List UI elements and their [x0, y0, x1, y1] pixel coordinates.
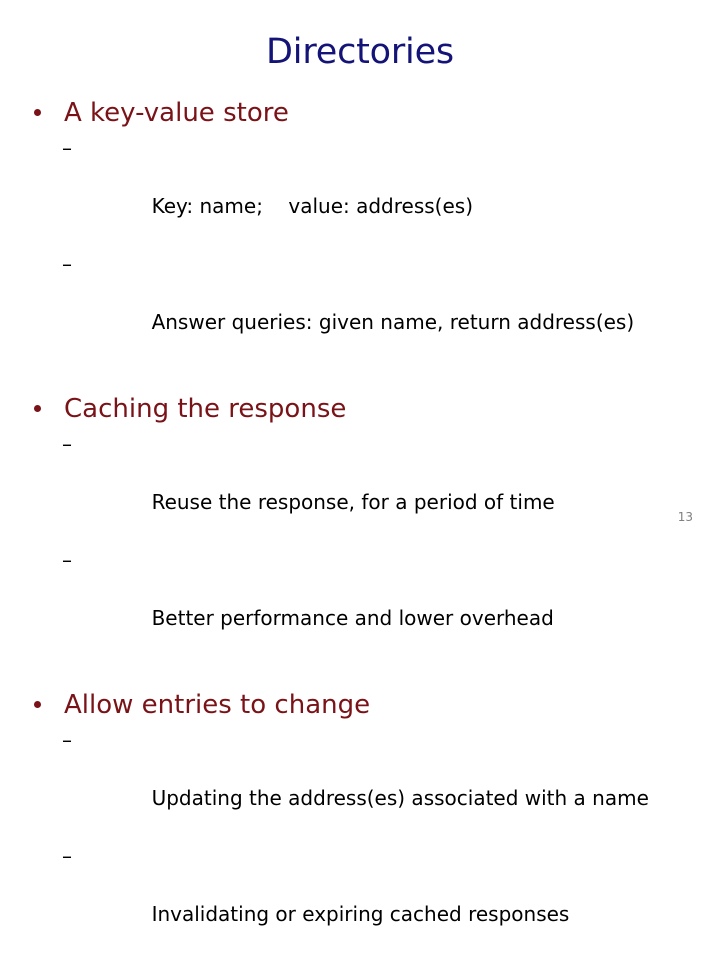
bullet-section: Allow entries to change – Updating the a… [0, 688, 720, 958]
page-title: Directories [266, 32, 454, 72]
bullet-level1-label: Caching the response [64, 394, 347, 424]
bullet-item-level1: Allow entries to change [0, 688, 720, 722]
bullet-section: A key-value store – Key: name; value: ad… [0, 96, 720, 366]
bullet-dot-icon [34, 701, 41, 708]
bullet-level2-label: Updating the address(es) associated with… [151, 786, 649, 810]
en-dash-icon: – [62, 432, 72, 456]
en-dash-icon: – [62, 252, 72, 276]
bullet-item-level2: – Better performance and lower overhead [0, 546, 720, 662]
bullet-dot-icon [34, 405, 41, 412]
en-dash-icon: – [62, 136, 72, 160]
section-spacer [0, 366, 720, 392]
bullet-item-level2: – Reuse the response, for a period of ti… [0, 430, 720, 546]
bullet-dot-icon [34, 109, 41, 116]
bullet-level2-label: Answer queries: given name, return addre… [151, 310, 635, 334]
sub-bullet-group: – Reuse the response, for a period of ti… [0, 430, 720, 662]
bullet-item-level1: Caching the response [0, 392, 720, 426]
bullet-level2-label: Reuse the response, for a period of time [151, 490, 555, 514]
sub-bullet-group: – Updating the address(es) associated wi… [0, 726, 720, 958]
bullet-level1-label: A key-value store [64, 98, 289, 128]
bullet-level2-label: Key: name; value: address(es) [151, 194, 473, 218]
en-dash-icon: – [62, 844, 72, 868]
bullet-item-level2: – Invalidating or expiring cached respon… [0, 842, 720, 958]
page-number: 13 [677, 510, 693, 524]
bullet-item-level1: A key-value store [0, 96, 720, 130]
slide: Directories A key-value store – Key: nam… [34, 32, 693, 926]
bullet-item-level2: – Key: name; value: address(es) [0, 134, 720, 250]
slide-body: A key-value store – Key: name; value: ad… [0, 96, 720, 958]
bullet-level2-label: Better performance and lower overhead [151, 606, 554, 630]
bullet-level2-label: Invalidating or expiring cached response… [151, 902, 570, 926]
bullet-item-level2: – Updating the address(es) associated wi… [0, 726, 720, 842]
bullet-level1-label: Allow entries to change [64, 690, 371, 720]
sub-bullet-group: – Key: name; value: address(es) – Answer… [0, 134, 720, 366]
section-spacer [0, 662, 720, 688]
bullet-item-level2: – Answer queries: given name, return add… [0, 250, 720, 366]
bullet-section: Caching the response – Reuse the respons… [0, 392, 720, 662]
en-dash-icon: – [62, 548, 72, 572]
en-dash-icon: – [62, 728, 72, 752]
